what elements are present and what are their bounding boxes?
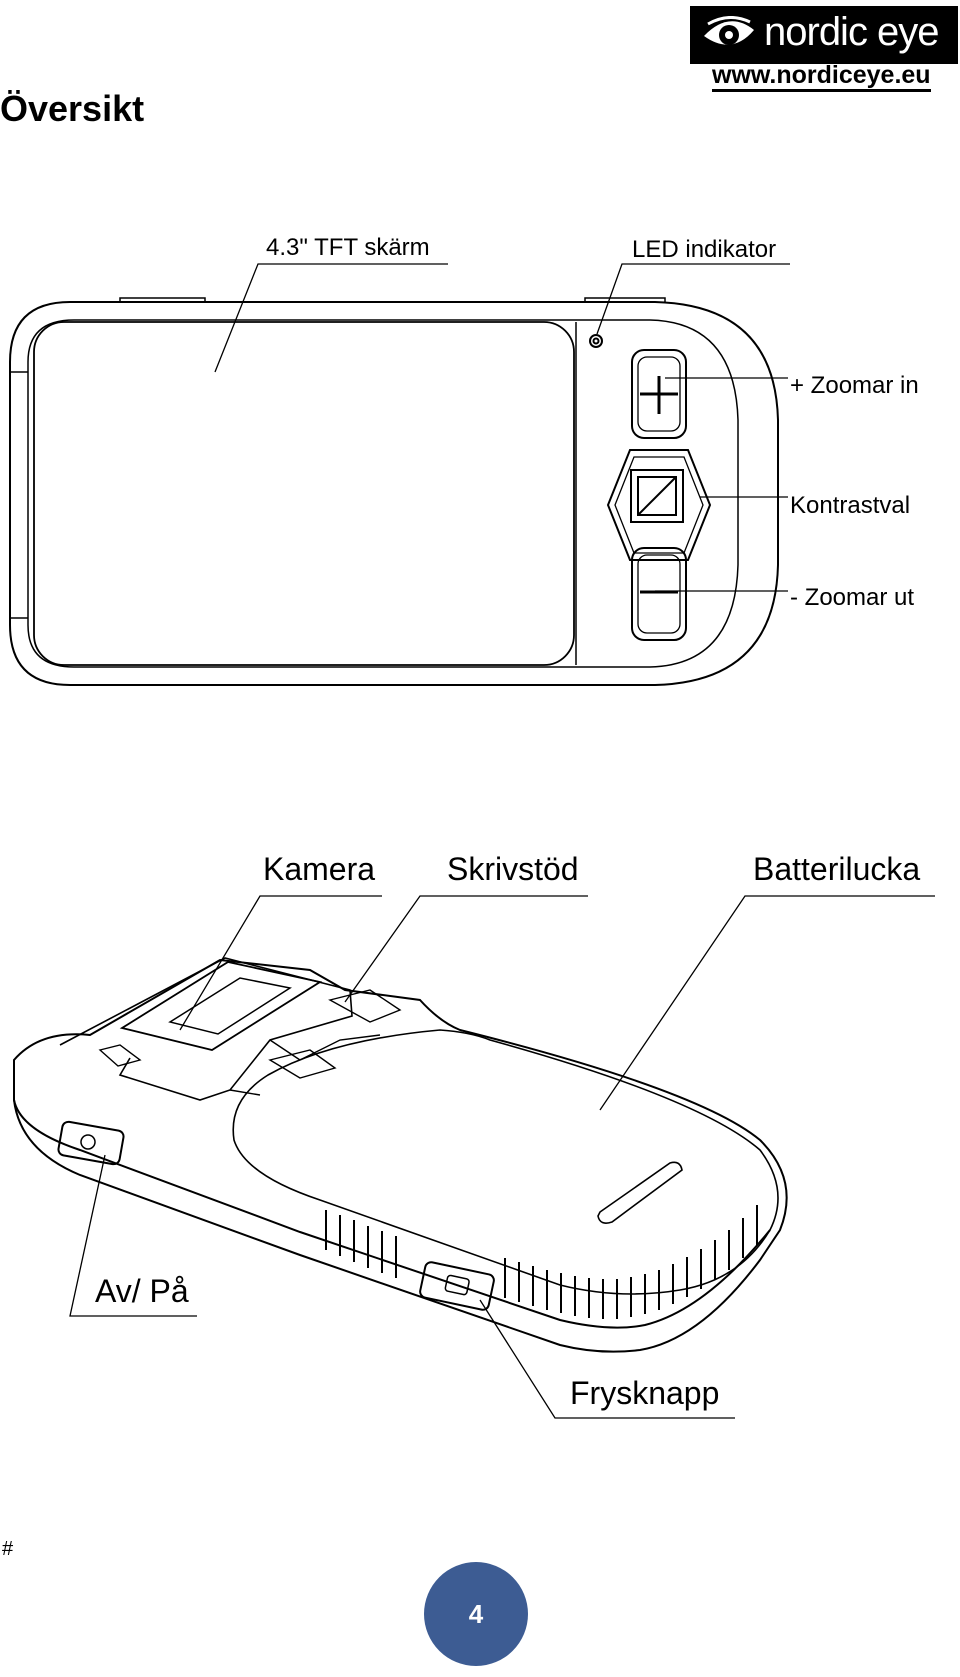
back-leaders (69, 895, 935, 1419)
label-camera: Kamera (263, 851, 375, 887)
device-back-body (13, 958, 788, 1353)
tft-screen (33, 321, 575, 666)
power-switch (57, 1120, 125, 1166)
device-outer-body (9, 301, 779, 686)
page-number-badge: 4 (424, 1562, 528, 1666)
led-indicator (589, 334, 603, 348)
logo-name: nordic eye (764, 10, 940, 54)
device-inner-body (27, 319, 739, 668)
label-contrast: Kontrastval (790, 492, 910, 519)
label-zoom-out: - Zoomar ut (790, 584, 914, 611)
zoom-out-button (631, 547, 687, 641)
battery-cover (232, 1029, 779, 1295)
label-freeze: Frysknapp (570, 1375, 719, 1411)
label-zoom-in: + Zoomar in (790, 372, 919, 399)
footer-mark: # (2, 1538, 14, 1560)
nordic-eye-logo: nordic eye www.nordiceye.eu (690, 6, 958, 92)
freeze-button (419, 1261, 495, 1311)
grip-slot (597, 1161, 683, 1224)
writing-stand (59, 957, 353, 1101)
logo-url: www.nordiceye.eu (712, 63, 931, 92)
label-led: LED indikator (632, 236, 776, 263)
zoom-in-button (631, 349, 687, 439)
label-battery: Batterilucka (753, 851, 920, 887)
label-screen: 4.3" TFT skärm (266, 234, 430, 261)
back-view (13, 957, 788, 1353)
front-view (9, 297, 779, 686)
page-title: Översikt (0, 88, 145, 129)
label-stand: Skrivstöd (447, 851, 579, 887)
contrast-button (606, 449, 712, 561)
label-power: Av/ På (95, 1273, 189, 1309)
eye-icon (704, 16, 754, 45)
front-leaders (214, 263, 790, 592)
logo-banner: nordic eye (690, 6, 958, 64)
